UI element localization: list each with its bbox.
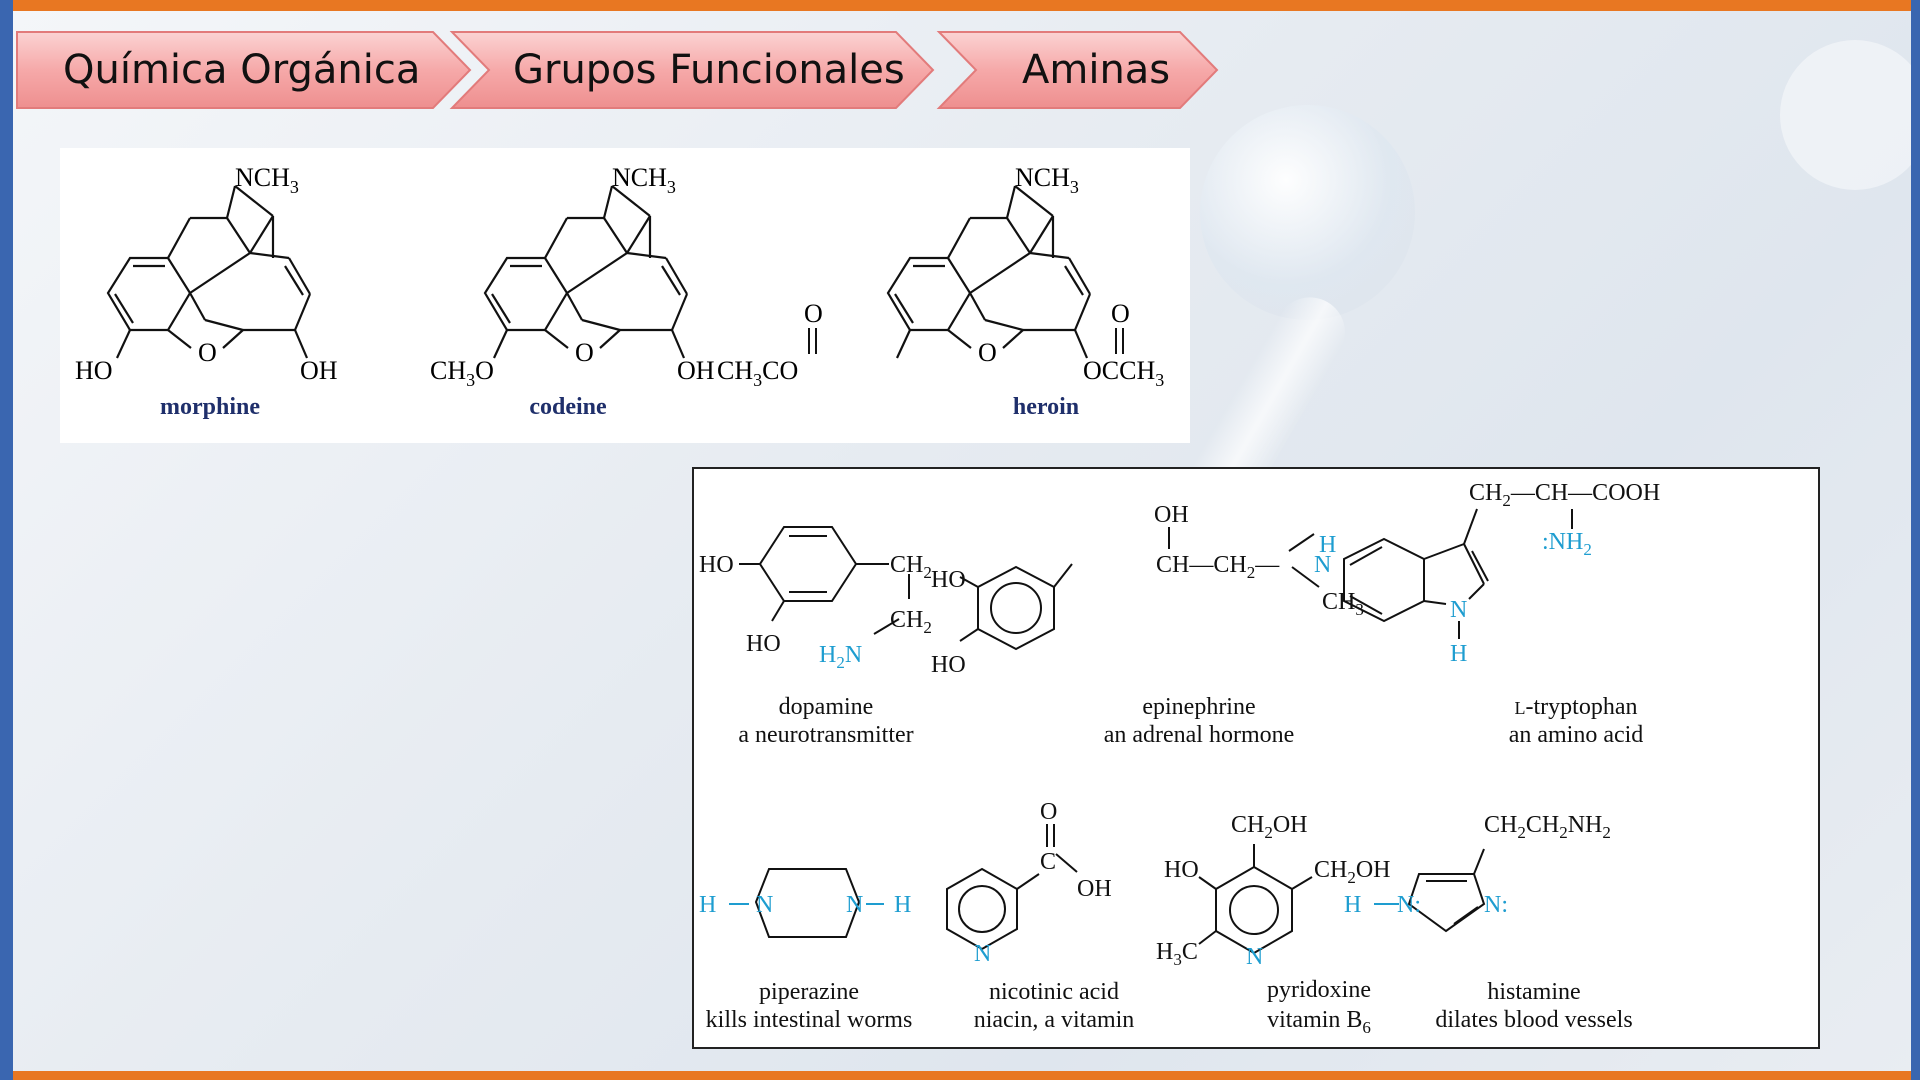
carbonyl-oxygen-label: O: [804, 299, 823, 328]
oh-label: OH: [1077, 876, 1112, 902]
histamine-name: histamine: [1487, 979, 1580, 1005]
piperazine-description: kills intestinal worms: [706, 1007, 913, 1033]
ho-label: HO: [699, 552, 734, 578]
carbon-label: C: [1040, 849, 1056, 875]
imidazole-n-label: N:: [1484, 892, 1508, 918]
pyridoxine-name: pyridoxine: [1267, 977, 1371, 1003]
bottom-accent-bar: [0, 1071, 1920, 1080]
amine-n-label: N: [1314, 552, 1331, 578]
amine-structures-panel: HO HO CH2 CH2 H2N dopamine a neurotransm…: [692, 467, 1820, 1049]
heroin-structure: NCH3 CH3CO O O OCCH3 O heroin: [717, 163, 1164, 420]
breadcrumb-item-aminas[interactable]: Aminas: [935, 28, 1225, 112]
amine-h-label: H: [894, 892, 911, 918]
carbonyl-oxygen-label: O: [1111, 299, 1130, 328]
indole-n-label: N: [1450, 597, 1467, 623]
ho-label: HO: [931, 567, 966, 593]
pyridoxine-structure: [1198, 844, 1313, 955]
tryptophan-name: L-tryptophan: [1515, 694, 1638, 720]
ch2oh-label: CH2OH: [1314, 857, 1391, 887]
dopamine-description: a neurotransmitter: [738, 722, 913, 748]
oxygen-label: O: [198, 338, 217, 367]
ch2oh-label: CH2OH: [1231, 812, 1308, 842]
epinephrine-structure: [959, 527, 1320, 651]
pyridine-n-label: N: [1246, 944, 1263, 970]
ho-label: HO: [1164, 857, 1199, 883]
h3c-label: H3C: [1156, 939, 1198, 969]
nch3-label: NCH3: [1015, 163, 1079, 197]
morphine-structure: NCH3 HO O OH morphine: [75, 163, 338, 420]
breadcrumb-label: Aminas: [1022, 47, 1171, 93]
ch3o-label: CH3O: [430, 356, 494, 390]
heroin-name: heroin: [1013, 394, 1079, 420]
codeine-name: codeine: [529, 394, 607, 420]
piperazine-structure: [729, 868, 884, 938]
imidazole-n-label: N:: [1397, 892, 1421, 918]
breadcrumb-item-quimica-organica[interactable]: Química Orgánica: [15, 28, 475, 112]
ch2-label: CH2: [890, 607, 932, 637]
chain-label: CH—CH2—: [1156, 552, 1280, 582]
nch3-label: NCH3: [612, 163, 676, 197]
left-frame-bar: [0, 0, 13, 1080]
histamine-structure: [1374, 848, 1486, 933]
tryptophan-structure: [1343, 508, 1573, 639]
dopamine-name: dopamine: [779, 694, 874, 720]
background-sphere: [1200, 105, 1415, 320]
occh3-label: OCCH3: [1083, 356, 1164, 390]
nicotinic-acid-description: niacin, a vitamin: [974, 1007, 1135, 1033]
amine-nh2-label: H2N: [819, 642, 862, 672]
oh-label: OH: [1154, 502, 1189, 528]
breadcrumb-label: Química Orgánica: [63, 47, 421, 93]
ch2-label: CH2: [890, 552, 932, 582]
amine-nh2-label: :NH2: [1542, 529, 1592, 559]
tryptophan-description: an amino acid: [1509, 722, 1644, 748]
ethylamine-chain-label: CH2CH2NH2: [1484, 812, 1611, 842]
ho-label: HO: [931, 652, 966, 678]
breadcrumb-label: Grupos Funcionales: [513, 47, 905, 93]
epinephrine-name: epinephrine: [1142, 694, 1255, 720]
epinephrine-description: an adrenal hormone: [1104, 722, 1295, 748]
ho-label: HO: [75, 356, 113, 385]
ho-label: HO: [746, 631, 781, 657]
amine-h-label: H: [1319, 532, 1336, 558]
oh-label: OH: [300, 356, 338, 385]
codeine-structure: NCH3 CH3O O OH codeine: [430, 163, 715, 420]
oxygen-label: O: [575, 338, 594, 367]
right-frame-bar: [1911, 0, 1920, 1080]
pyridine-n-label: N: [974, 941, 991, 967]
nicotinic-acid-structure: [946, 824, 1078, 951]
breadcrumb: Química Orgánica Grupos Funcionales Amin…: [15, 28, 1225, 112]
oxygen-label: O: [978, 338, 997, 367]
ch2-label: CH2—CH—COOH: [1469, 480, 1660, 510]
amine-n-label: N: [756, 892, 773, 918]
dopamine-structure: [739, 526, 910, 635]
amine-h-label: H: [1344, 892, 1361, 918]
nch3-label: NCH3: [235, 163, 299, 197]
piperazine-name: piperazine: [759, 979, 859, 1005]
morphine-name: morphine: [160, 394, 260, 420]
opioid-structures-panel: NCH3 HO O OH morphine NCH3 CH3O O OH cod…: [60, 148, 1190, 443]
amine-h-label: H: [699, 892, 716, 918]
carbonyl-oxygen-label: O: [1040, 799, 1057, 825]
indole-h-label: H: [1450, 641, 1467, 667]
nicotinic-acid-name: nicotinic acid: [989, 979, 1119, 1005]
amine-n-label: N: [846, 892, 863, 918]
background-blur: [1780, 40, 1920, 190]
oh-label: OH: [677, 356, 715, 385]
pyridoxine-description: vitamin B6: [1267, 1007, 1371, 1037]
breadcrumb-item-grupos-funcionales[interactable]: Grupos Funcionales: [448, 28, 938, 112]
top-accent-bar: [0, 0, 1920, 11]
histamine-description: dilates blood vessels: [1435, 1007, 1632, 1033]
ch3co-label: CH3CO: [717, 356, 798, 390]
ch3-label: CH3: [1322, 589, 1364, 619]
